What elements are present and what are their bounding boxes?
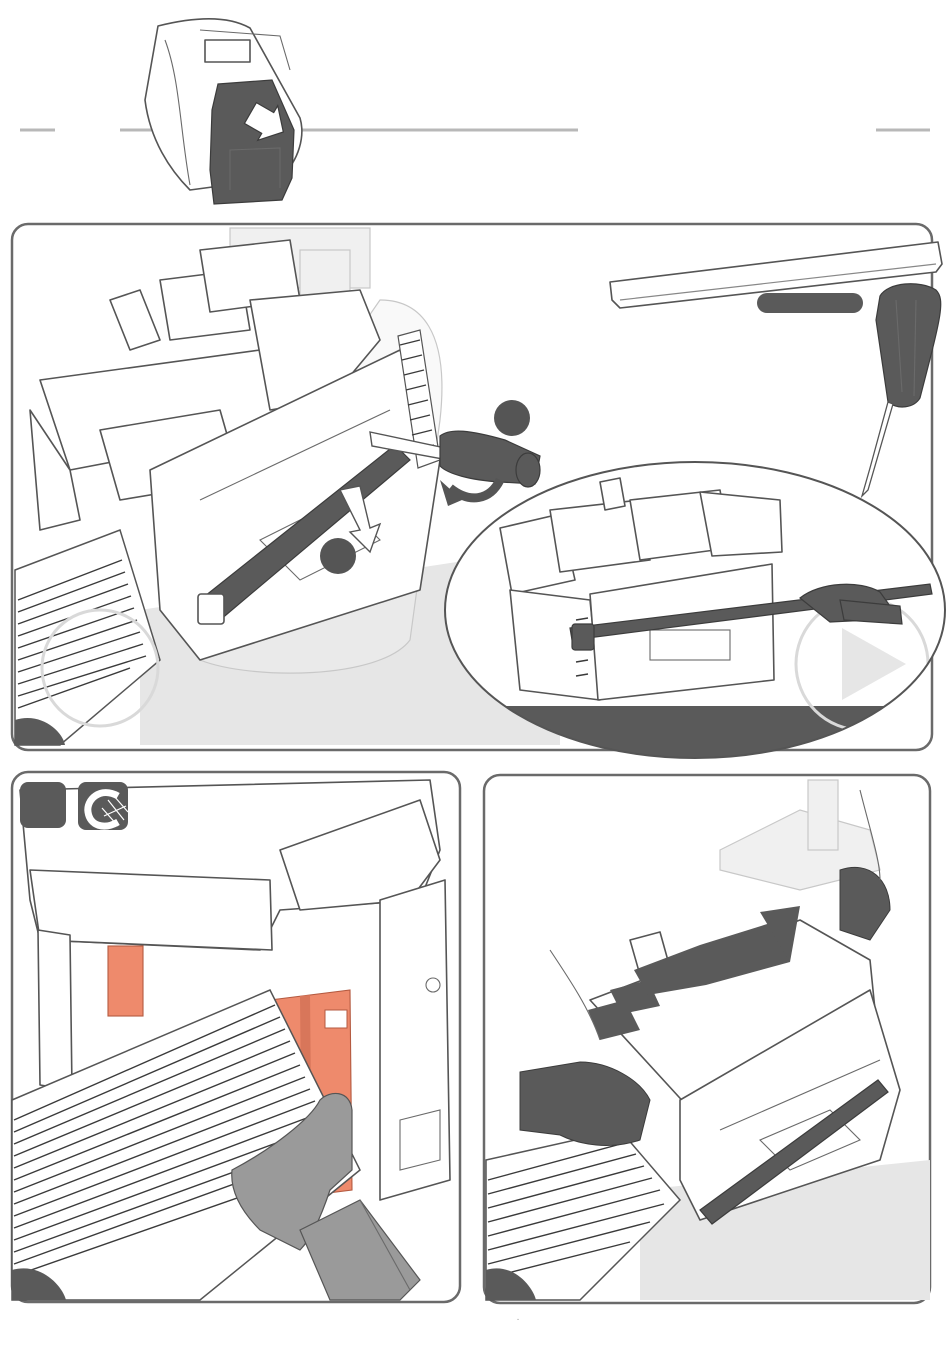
step-marker-1: [494, 400, 530, 436]
step-number-box: [20, 782, 66, 828]
panel-reinstall: [484, 775, 930, 1303]
footer-mark: ·: [516, 1314, 519, 1325]
tool-label-bar: [757, 293, 863, 313]
step-marker-2: [320, 538, 356, 574]
printer-thumbnail-icon: [145, 19, 302, 204]
cleaning-icon: [78, 782, 128, 830]
panel-vacuum: [12, 772, 460, 1302]
panel-remove-roller: [12, 224, 950, 766]
screwdriver-icon: [862, 284, 941, 496]
orange-contact-left: [108, 946, 143, 1016]
